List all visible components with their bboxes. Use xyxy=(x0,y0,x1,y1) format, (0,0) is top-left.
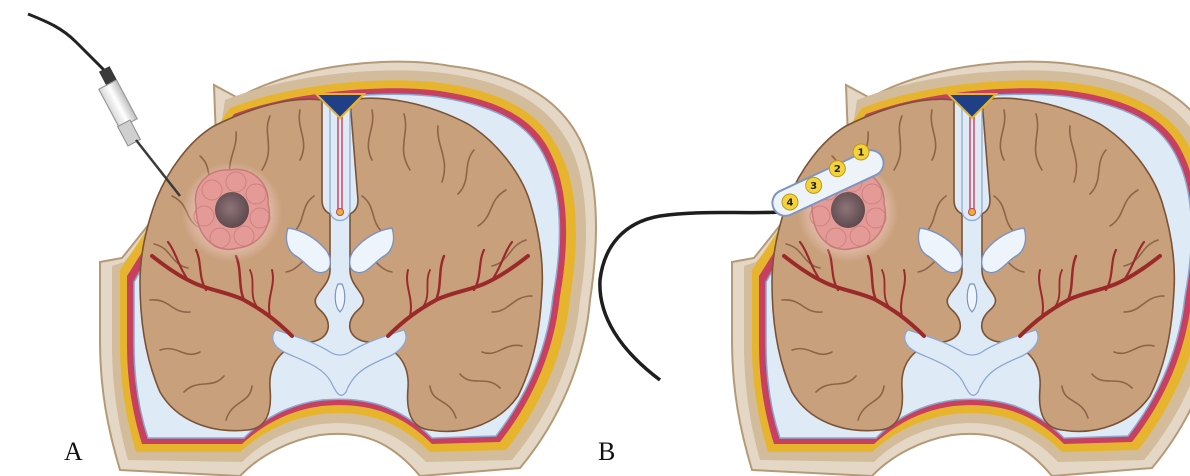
panel-a xyxy=(28,14,596,476)
panel-label-a: A xyxy=(64,439,83,465)
electrode-contact-label-4: 4 xyxy=(787,198,794,209)
lesion-a xyxy=(182,162,282,262)
panel-label-b: B xyxy=(598,439,615,465)
needle-electrode xyxy=(28,14,180,196)
panel-b: 1 2 3 4 xyxy=(600,62,1190,476)
electrode-contact-label-2: 2 xyxy=(834,164,841,175)
electrode-contact-label-3: 3 xyxy=(810,181,817,192)
head-cross-section-b xyxy=(732,62,1190,476)
electrode-contact-label-1: 1 xyxy=(858,148,865,159)
head-cross-section-a xyxy=(100,62,596,476)
